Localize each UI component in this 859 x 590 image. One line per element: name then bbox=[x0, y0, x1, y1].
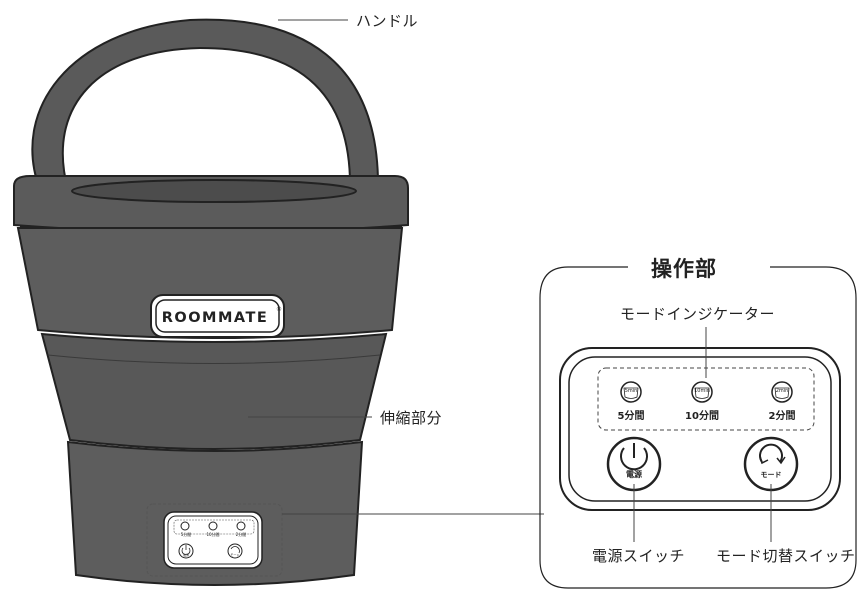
mode-indicator-5min bbox=[620, 381, 642, 403]
power-button-label: 電源 bbox=[626, 470, 642, 479]
mode-switch-label: モード切替スイッチ bbox=[716, 547, 856, 565]
mini-control-panel bbox=[146, 503, 283, 577]
collapsible-label: 伸縮部分 bbox=[380, 409, 443, 427]
mode-indicator-10min bbox=[691, 381, 713, 403]
mode-label-2min: 2分間 bbox=[768, 411, 796, 422]
power-switch-label: 電源スイッチ bbox=[592, 547, 686, 565]
lamp-text-10min: 10min bbox=[694, 388, 710, 394]
brand-name: ROOMMATE bbox=[162, 310, 269, 326]
mini-power-label: 電源 bbox=[182, 553, 189, 557]
mode-indicator-2min bbox=[771, 381, 793, 403]
lamp-text-2min: 2min bbox=[775, 388, 789, 394]
lid-opening bbox=[71, 179, 357, 203]
control-panel-title: 操作部 bbox=[645, 253, 723, 283]
brand-registered-mark: ® bbox=[276, 306, 282, 313]
mini-mode-label-10min: 10分間 bbox=[206, 532, 220, 537]
mode-indicator-label: モードインジケーター bbox=[620, 305, 776, 323]
control-panel bbox=[559, 347, 841, 511]
lamp-text-5min: 5min bbox=[624, 388, 638, 394]
mode-label-5min: 5分間 bbox=[617, 411, 645, 422]
mini-mode-label-5min: 5分間 bbox=[180, 532, 192, 537]
mini-mode-label-2min: 2分間 bbox=[235, 532, 247, 537]
lid bbox=[13, 175, 409, 234]
handle-label: ハンドル bbox=[356, 12, 419, 30]
handle bbox=[31, 18, 380, 191]
power-button[interactable] bbox=[606, 436, 662, 492]
mode-label-10min: 10分間 bbox=[685, 411, 719, 422]
mini-mode-button-label: モード bbox=[230, 553, 240, 557]
callout-bubble bbox=[539, 266, 857, 589]
collapsible-section bbox=[40, 332, 388, 450]
mode-button[interactable] bbox=[743, 436, 799, 492]
mode-button-label: モード bbox=[760, 471, 782, 479]
brand-plate bbox=[150, 294, 285, 338]
